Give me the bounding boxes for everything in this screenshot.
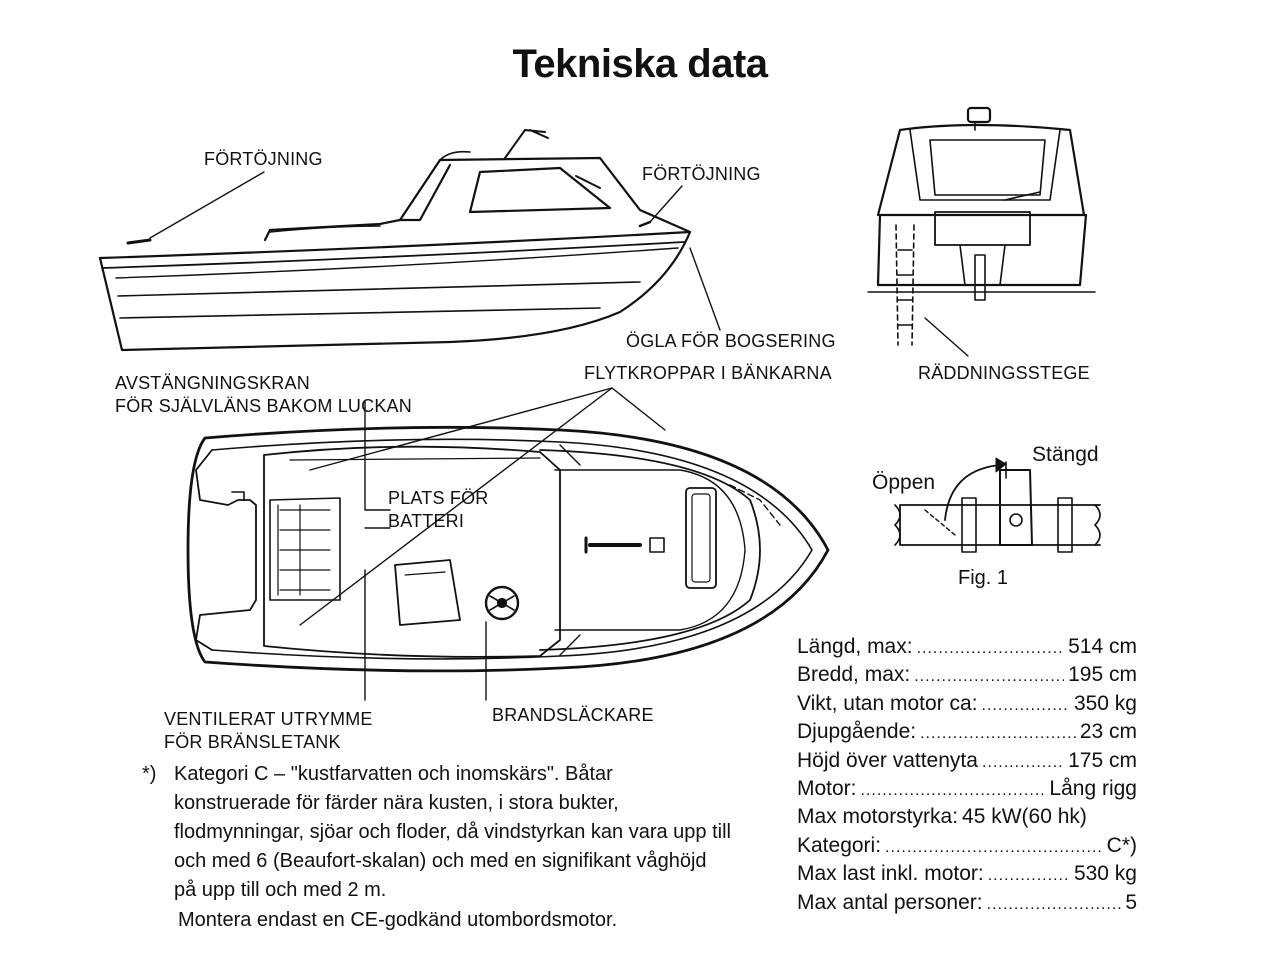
label-raddningsstege: RÄDDNINGSSTEGE bbox=[918, 363, 1090, 383]
spec-leader-dots bbox=[982, 749, 1064, 777]
spec-leader-dots bbox=[987, 891, 1122, 919]
fig1-valve-drawing bbox=[894, 457, 1101, 553]
spec-name: Max last inkl. motor: bbox=[797, 862, 984, 886]
spec-row-vikt: Vikt, utan motor ca: 350 kg bbox=[797, 690, 1137, 718]
spec-leader-dots bbox=[914, 663, 1064, 691]
spec-leader-dots bbox=[988, 862, 1070, 890]
spec-row-langd: Längd, max: 514 cm bbox=[797, 633, 1137, 661]
fig1-caption: Fig. 1 bbox=[958, 567, 1009, 589]
mount-note: Montera endast en CE-godkänd utombordsmo… bbox=[178, 909, 618, 931]
spec-value: 23 cm bbox=[1079, 720, 1137, 744]
boat-side-view bbox=[98, 129, 721, 352]
label-ventilerat-line2: FÖR BRÄNSLETANK bbox=[164, 732, 341, 752]
note-marker: *) bbox=[142, 763, 157, 785]
boat-top-view bbox=[186, 387, 830, 701]
spec-value: 175 cm bbox=[1068, 748, 1137, 772]
spec-name: Motor: bbox=[797, 776, 857, 800]
label-avstangningskran-line2: FÖR SJÄLVLÄNS BAKOM LUCKAN bbox=[115, 396, 412, 416]
spec-value: 45 kW(60 hk) bbox=[962, 805, 1087, 829]
spec-row-motor: Motor: Lång rigg bbox=[797, 775, 1137, 803]
spec-list: Längd, max: 514 cm Bredd, max: 195 cm Vikt… bbox=[797, 633, 1137, 917]
label-flytkroppar: FLYTKROPPAR I BÄNKARNA bbox=[584, 363, 832, 383]
label-ogla-for-bogsering: ÖGLA FÖR BOGSERING bbox=[626, 331, 836, 351]
spec-name: Kategori: bbox=[797, 833, 882, 857]
spec-row-max-last: Max last inkl. motor: 530 kg bbox=[797, 860, 1137, 888]
spec-row-djupgaende: Djupgående: 23 cm bbox=[797, 718, 1137, 746]
spec-leader-dots bbox=[982, 692, 1070, 720]
label-plats-line1: PLATS FÖR bbox=[388, 488, 489, 508]
spec-value: 5 bbox=[1125, 890, 1137, 914]
spec-value: C*) bbox=[1106, 833, 1137, 857]
spec-name: Vikt, utan motor ca: bbox=[797, 691, 978, 715]
spec-name: Bredd, max: bbox=[797, 663, 911, 687]
boat-rear-view bbox=[867, 106, 1096, 357]
spec-leader-dots bbox=[885, 834, 1103, 862]
fig1-label-oppen: Öppen bbox=[872, 471, 936, 494]
spec-value: 530 kg bbox=[1073, 862, 1137, 886]
spec-row-kategori: Kategori: C*) bbox=[797, 832, 1137, 860]
spec-row-bredd: Bredd, max: 195 cm bbox=[797, 661, 1137, 689]
spec-value: 195 cm bbox=[1068, 663, 1137, 687]
label-avstangningskran: AVSTÄNGNINGSKRAN FÖR SJÄLVLÄNS BAKOM LUC… bbox=[115, 372, 412, 418]
label-ventilerat-utrymme: VENTILERAT UTRYMME FÖR BRÄNSLETANK bbox=[164, 708, 373, 754]
spec-leader-dots bbox=[920, 720, 1076, 748]
page-title: Tekniska data bbox=[512, 42, 768, 86]
label-plats-line2: BATTERI bbox=[388, 511, 465, 531]
spec-name: Max antal personer: bbox=[797, 890, 983, 914]
label-fortojning-stern: FÖRTÖJNING bbox=[204, 149, 323, 169]
spec-name: Max motorstyrka: bbox=[797, 805, 959, 829]
spec-name: Höjd över vattenyta bbox=[797, 748, 978, 772]
spec-name: Djupgående: bbox=[797, 720, 917, 744]
spec-row-max-personer: Max antal personer: 5 bbox=[797, 889, 1137, 917]
spec-value: Lång rigg bbox=[1049, 776, 1137, 800]
note-text: Kategori C – "kustfarvatten och inomskär… bbox=[174, 763, 731, 901]
spec-row-motorstyrka: Max motorstyrka:45 kW(60 hk) bbox=[797, 803, 1137, 831]
spec-leader-dots bbox=[917, 635, 1065, 663]
spec-leader-dots bbox=[861, 777, 1046, 805]
fig1-label-stangd: Stängd bbox=[1032, 443, 1099, 466]
label-avstangningskran-line1: AVSTÄNGNINGSKRAN bbox=[115, 373, 310, 393]
label-ventilerat-line1: VENTILERAT UTRYMME bbox=[164, 709, 373, 729]
label-plats-for-batteri: PLATS FÖR BATTERI bbox=[388, 487, 488, 533]
spec-value: 350 kg bbox=[1073, 691, 1137, 715]
spec-row-hojd: Höjd över vattenyta 175 cm bbox=[797, 747, 1137, 775]
label-fortojning-bow: FÖRTÖJNING bbox=[642, 164, 761, 184]
spec-name: Längd, max: bbox=[797, 635, 913, 658]
label-brandslackare: BRANDSLÄCKARE bbox=[492, 705, 654, 725]
spec-value: 514 cm bbox=[1068, 635, 1137, 658]
